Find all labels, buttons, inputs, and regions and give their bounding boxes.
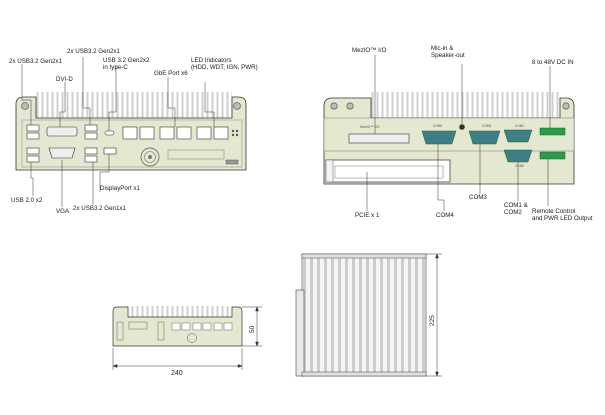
label-com3: COM3 — [469, 194, 487, 201]
side-bottom-rail — [301, 371, 427, 377]
dvi-d-connector — [46, 126, 78, 137]
side-base — [295, 289, 305, 377]
com4-silk: COM4 — [433, 124, 442, 128]
com2-silk: COM2 — [515, 164, 524, 168]
com3-silk: COM3 — [482, 124, 491, 128]
pcie-slot-inner — [334, 165, 444, 179]
side-fin-body — [301, 253, 427, 377]
side-top-rail — [301, 253, 427, 259]
usb-port — [84, 147, 98, 155]
dc-in-terminal — [539, 127, 566, 136]
mezio-slot — [348, 133, 410, 144]
front-slot — [225, 159, 239, 165]
label-vga: VGA — [56, 208, 70, 215]
small-ports-left — [116, 321, 124, 341]
front-callout-lines — [21, 57, 215, 207]
label-dvi-d: DVI-D — [56, 76, 73, 83]
dimension-depth-label: 225 — [429, 315, 436, 326]
small-ports-mid — [157, 321, 165, 341]
rear-screw — [346, 102, 354, 110]
mezio-silk: MezIO™ I/O — [360, 125, 380, 129]
label-mezio: MezIO™ I/O — [352, 47, 387, 54]
label-led-indicators: LED Indicators (HDD, WDT, IGN, PWR) — [191, 57, 258, 72]
com1-connector — [503, 129, 533, 143]
label-mic-speaker: Mic-in & Speaker-out — [431, 45, 465, 60]
small-gbe-ports — [171, 322, 233, 331]
dimension-width-label: 240 — [171, 370, 183, 377]
label-usb32-gen1x1: 2x USB3.2 Gen1x1 — [73, 205, 126, 212]
label-usb32-gen2x1-left: 2x USB3.2 Gen2x1 — [9, 58, 62, 65]
com2-connector — [503, 149, 533, 163]
label-displayport: DisplayPort x1 — [100, 185, 140, 192]
mic-speaker-jack — [459, 124, 465, 130]
led-indicators — [231, 129, 239, 137]
rear-screw — [562, 102, 570, 110]
pcie-bracket — [325, 159, 334, 183]
rear-heatsink-fins — [371, 92, 560, 118]
small-ports-mid — [128, 321, 148, 330]
usb-port — [26, 132, 40, 140]
front-screw-right — [233, 102, 241, 110]
label-dc-in: 8 to 48V DC IN — [532, 59, 574, 66]
dimension-height-label: 50 — [249, 325, 256, 333]
label-usb32-gen2x1-mid: 2x USB3.2 Gen2x1 — [67, 48, 120, 55]
depth-dimension-line — [426, 253, 442, 377]
fan-grille — [140, 147, 160, 167]
label-gbe-ports: GbE Port x6 — [154, 70, 188, 77]
dimension-front-view — [112, 306, 262, 370]
height-dimension-line — [242, 306, 262, 347]
front-screw-left — [21, 102, 29, 110]
usb-port — [84, 132, 98, 140]
rear-screw — [330, 102, 338, 110]
com1-silk: COM1 — [515, 124, 524, 128]
label-pcie: PCIE x 1 — [355, 212, 380, 219]
front-view — [15, 57, 247, 207]
gbe-ports — [122, 126, 229, 140]
vga-connector — [48, 147, 76, 159]
rear-callout-lines — [366, 55, 551, 211]
label-usb-type-c: USB 3.2 Gen2x2 in type-C — [103, 57, 150, 72]
small-heatsink-fins — [128, 306, 232, 317]
front-inner-panel — [21, 119, 243, 168]
com4-connector — [421, 130, 457, 145]
front-label-plate — [167, 149, 225, 160]
usb-port — [26, 147, 40, 155]
label-com1-com2: COM1 & COM2 — [504, 202, 528, 217]
rear-view: MezIO™ I/O COM4 COM3 COM1 COM2 — [323, 55, 575, 211]
label-com4: COM4 — [436, 212, 454, 219]
remote-control-terminal — [539, 151, 566, 160]
width-dimension-line — [112, 348, 243, 370]
displayport-connector — [103, 147, 117, 155]
usb-port — [26, 124, 40, 132]
side-view — [295, 253, 442, 377]
usb-port — [84, 124, 98, 132]
label-usb20: USB 2.0 x2 — [11, 197, 43, 204]
usb-port — [84, 155, 98, 163]
label-remote-control: Remote Control and PWR LED Output — [532, 208, 593, 223]
com3-connector — [468, 130, 501, 145]
front-heatsink-fins — [36, 92, 232, 118]
usb-type-c-port — [104, 130, 115, 136]
usb-port — [26, 155, 40, 163]
small-fan — [187, 333, 197, 343]
